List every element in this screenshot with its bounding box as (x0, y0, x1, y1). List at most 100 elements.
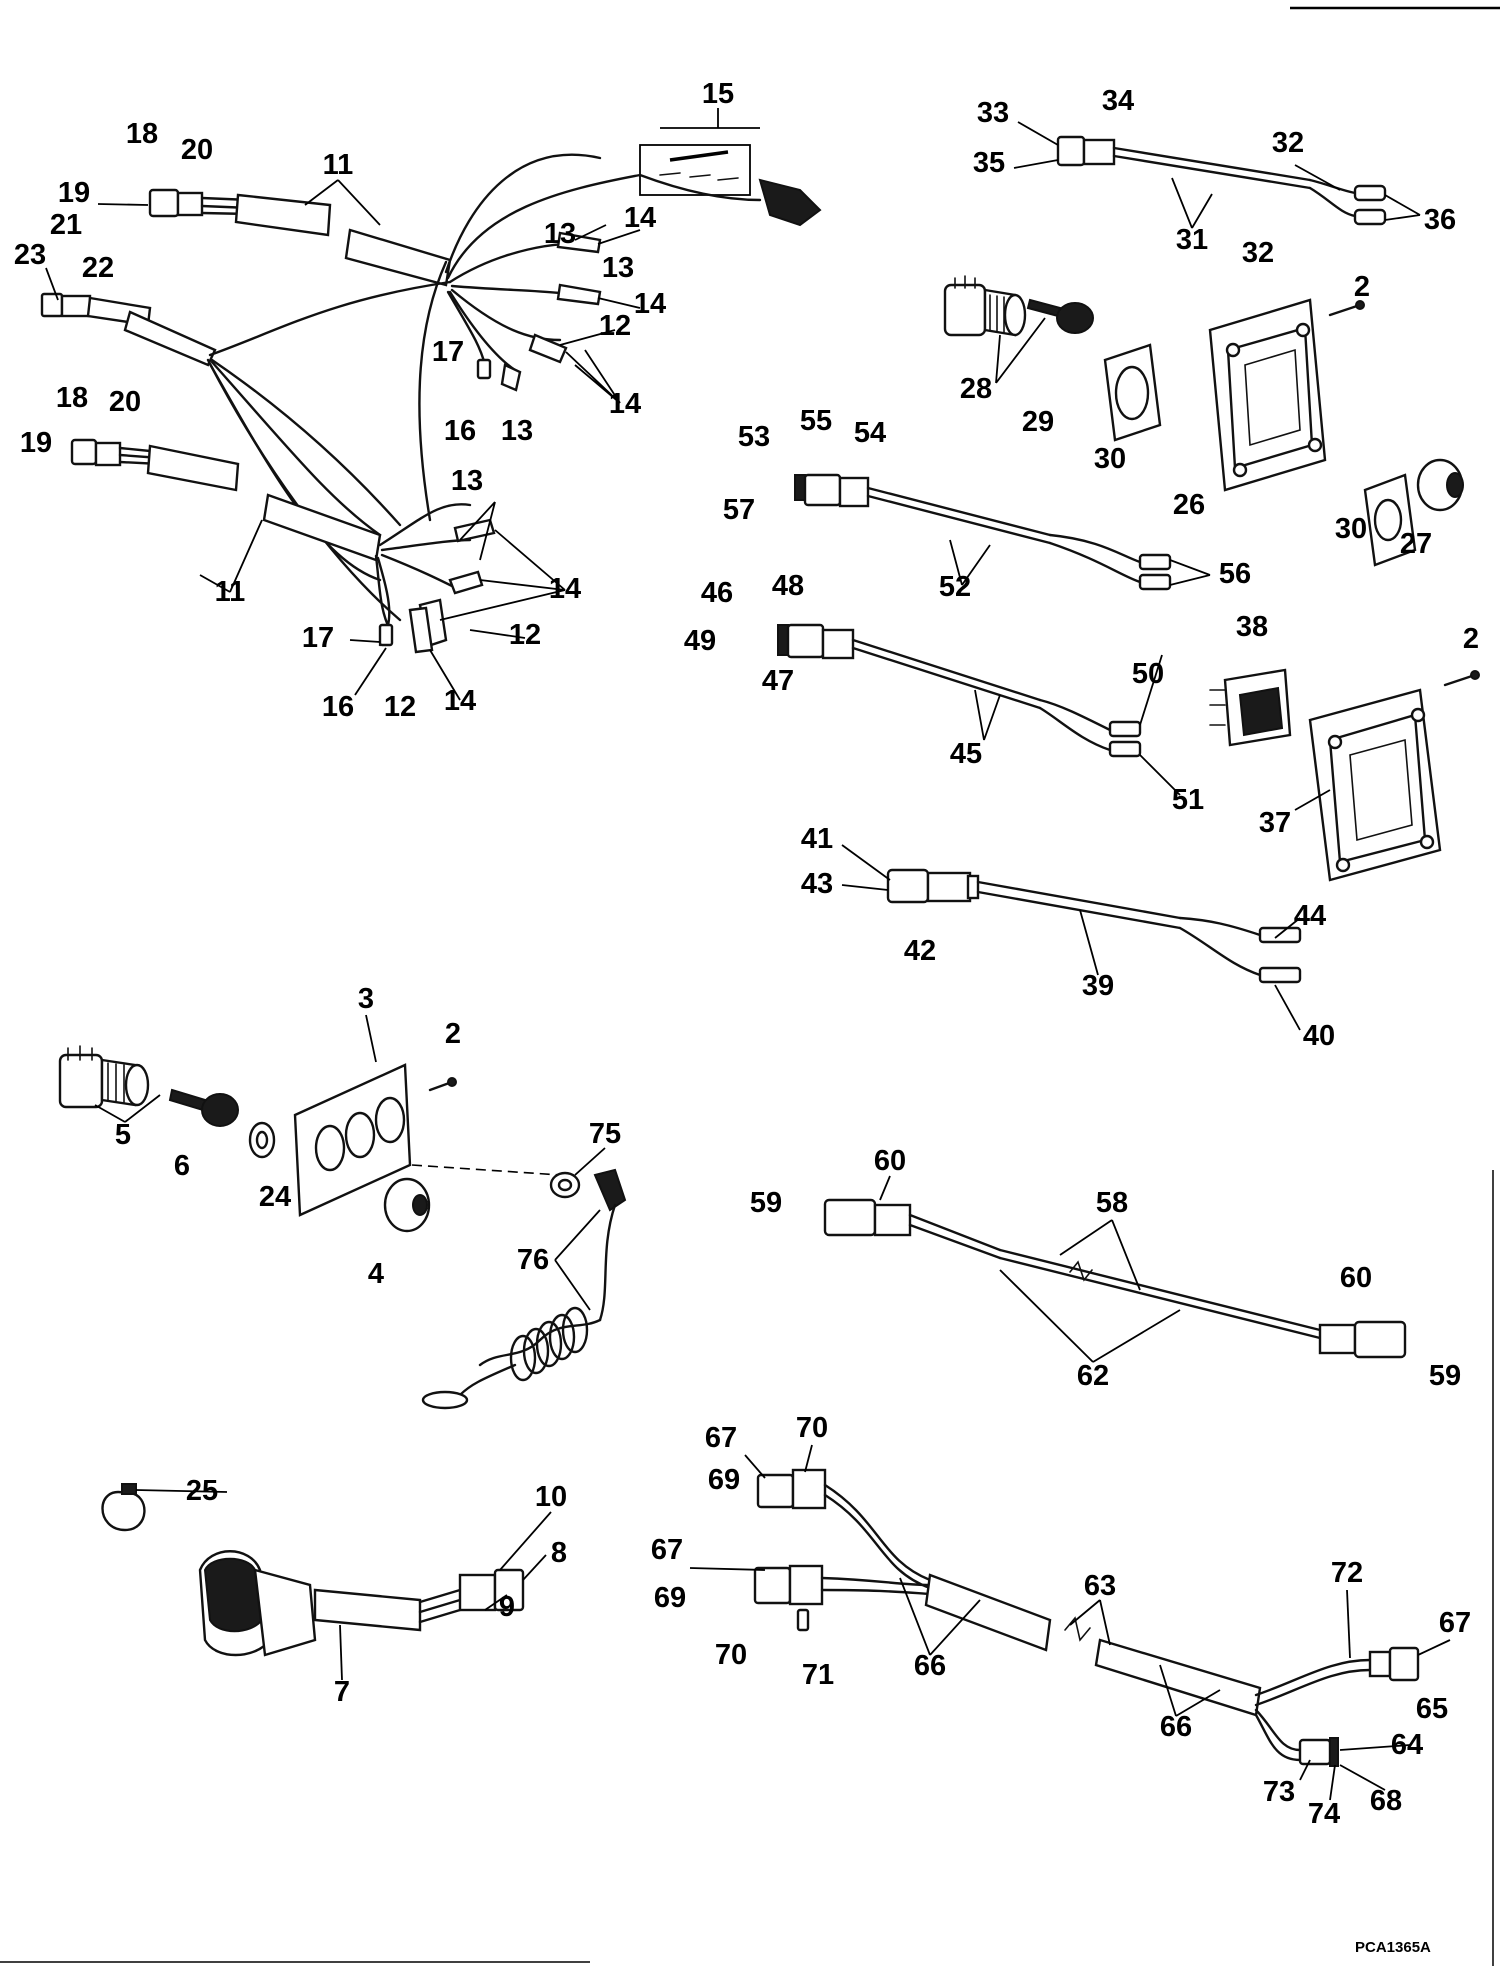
callout-2: 2 (445, 1018, 461, 1050)
harness-58 (823, 1198, 1407, 1359)
callout-56: 56 (1219, 558, 1251, 590)
callout-24: 24 (259, 1181, 291, 1213)
main-harness-upper (40, 144, 822, 622)
callout-72: 72 (1331, 1557, 1363, 1589)
callout-35: 35 (973, 147, 1005, 179)
callout-31: 31 (1176, 224, 1208, 256)
callout-18: 18 (56, 382, 88, 414)
callout-70: 70 (796, 1412, 828, 1444)
callout-12: 12 (384, 691, 416, 723)
callout-48: 48 (772, 570, 804, 602)
callout-8: 8 (551, 1537, 567, 1569)
callout-36: 36 (1424, 204, 1456, 236)
callout-6: 6 (174, 1150, 190, 1182)
callout-50: 50 (1132, 658, 1164, 690)
callout-28: 28 (960, 373, 992, 405)
callout-55: 55 (800, 405, 832, 437)
callout-53: 53 (738, 421, 770, 453)
callout-14: 14 (609, 388, 641, 420)
callout-14: 14 (444, 685, 476, 717)
callout-23: 23 (14, 239, 46, 271)
callout-64: 64 (1391, 1729, 1423, 1761)
callout-60: 60 (1340, 1262, 1372, 1294)
callout-20: 20 (181, 134, 213, 166)
callout-14: 14 (624, 202, 656, 234)
callout-51: 51 (1172, 784, 1204, 816)
ignition-switch-upper (943, 275, 1094, 337)
callout-39: 39 (1082, 970, 1114, 1002)
ignition-panel-lower (58, 1045, 561, 1233)
callout-14: 14 (549, 573, 581, 605)
lanyard-assembly (421, 1168, 627, 1410)
callout-37: 37 (1259, 807, 1291, 839)
callout-70: 70 (715, 1639, 747, 1671)
callout-5: 5 (115, 1119, 131, 1151)
callout-65: 65 (1416, 1693, 1448, 1725)
panel-hardware-upper (1103, 298, 1464, 567)
callout-13: 13 (544, 218, 576, 250)
callout-29: 29 (1022, 406, 1054, 438)
callout-57: 57 (723, 494, 755, 526)
callout-16: 16 (322, 691, 354, 723)
callout-26: 26 (1173, 489, 1205, 521)
callout-69: 69 (708, 1464, 740, 1496)
callout-66: 66 (1160, 1711, 1192, 1743)
tie-strap (101, 1483, 146, 1532)
callout-73: 73 (1263, 1776, 1295, 1808)
rocker-switch-panel (1209, 668, 1480, 882)
callout-40: 40 (1303, 1020, 1335, 1052)
callout-12: 12 (509, 619, 541, 651)
callout-13: 13 (602, 252, 634, 284)
callout-33: 33 (977, 97, 1009, 129)
callout-3: 3 (358, 983, 374, 1015)
callout-67: 67 (705, 1422, 737, 1454)
callout-67: 67 (651, 1534, 683, 1566)
callout-68: 68 (1370, 1785, 1402, 1817)
callout-74: 74 (1308, 1798, 1340, 1830)
callout-13: 13 (451, 465, 483, 497)
callout-16: 16 (444, 415, 476, 447)
callout-52: 52 (939, 571, 971, 603)
horn-assembly (198, 1550, 525, 1657)
callout-10: 10 (535, 1481, 567, 1513)
callout-13: 13 (501, 415, 533, 447)
callout-4: 4 (368, 1258, 384, 1290)
callout-19: 19 (20, 427, 52, 459)
callout-69: 69 (654, 1582, 686, 1614)
callout-66: 66 (914, 1650, 946, 1682)
callout-19: 19 (58, 177, 90, 209)
callout-11: 11 (323, 149, 354, 181)
callout-7: 7 (334, 1676, 350, 1708)
callout-45: 45 (950, 738, 982, 770)
harness-39 (886, 868, 1302, 984)
callout-42: 42 (904, 935, 936, 967)
harness-45 (777, 623, 1142, 758)
harness-52 (794, 473, 1172, 591)
callout-59: 59 (750, 1187, 782, 1219)
callout-9: 9 (499, 1591, 515, 1623)
callout-67: 67 (1439, 1607, 1471, 1639)
callout-22: 22 (82, 252, 114, 284)
callout-76: 76 (517, 1244, 549, 1276)
callout-58: 58 (1096, 1187, 1128, 1219)
callout-34: 34 (1102, 85, 1134, 117)
callout-17: 17 (302, 622, 334, 654)
callout-21: 21 (50, 209, 82, 241)
callout-47: 47 (762, 665, 794, 697)
callout-2: 2 (1354, 271, 1370, 303)
callout-20: 20 (109, 386, 141, 418)
callout-14: 14 (634, 288, 666, 320)
callout-63: 63 (1084, 1570, 1116, 1602)
frame-lines (0, 6, 1500, 1966)
harness-63 (753, 1468, 1420, 1767)
callout-54: 54 (854, 417, 886, 449)
callout-59: 59 (1429, 1360, 1461, 1392)
callout-25: 25 (186, 1475, 218, 1507)
callout-32: 32 (1242, 237, 1274, 269)
callout-71: 71 (802, 1659, 834, 1691)
callout-75: 75 (589, 1118, 621, 1150)
callout-44: 44 (1294, 900, 1326, 932)
callout-49: 49 (684, 625, 716, 657)
callout-46: 46 (701, 577, 733, 609)
